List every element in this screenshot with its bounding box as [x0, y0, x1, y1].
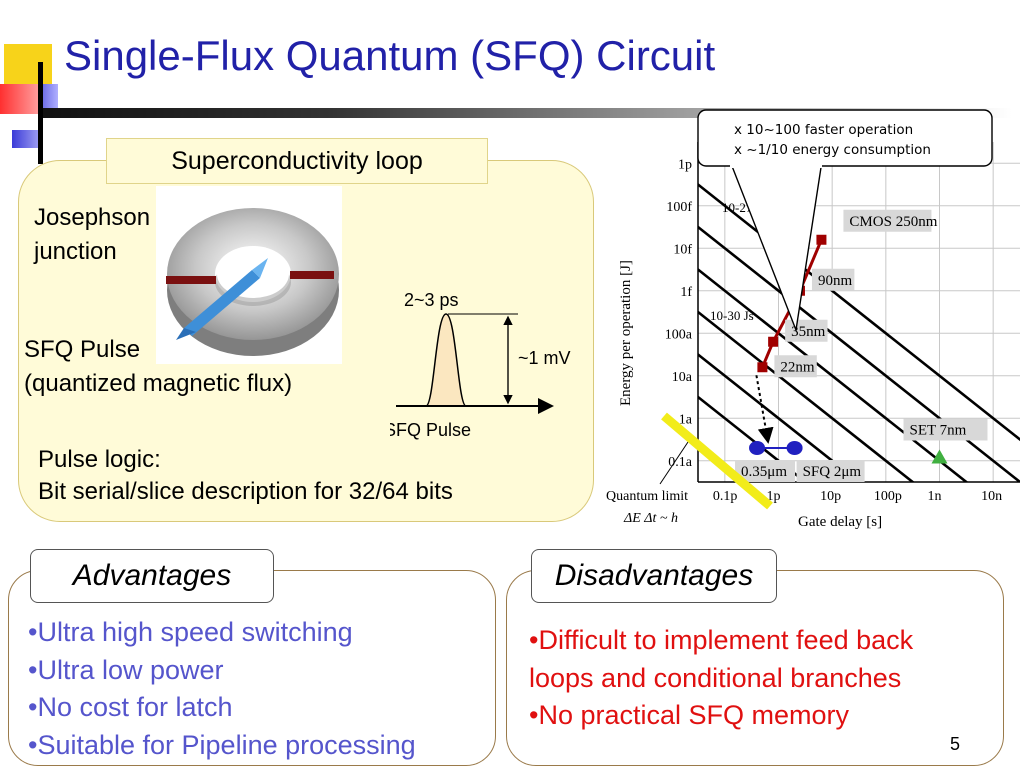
cmos-data-label: CMOS 250nm	[849, 214, 937, 230]
chart-guide-label-lower: 10-30 Js	[710, 308, 754, 323]
list-item: •No practical SFQ memory	[529, 700, 850, 730]
chart-y-tick-label: 100f	[666, 200, 692, 215]
pulse-caption: SFQ Pulse	[390, 420, 471, 440]
advantages-tab: Advantages	[30, 549, 274, 603]
chart-series: CMOS 250nm 90nm 35nm 22nm 0.35μm SFQ 2μm SET 7…	[735, 209, 988, 482]
set-data-point	[931, 449, 948, 464]
chart-x-axis-label: Gate delay [s]	[798, 514, 882, 530]
advantages-list: •Ultra high speed switching •Ultra low p…	[28, 614, 416, 764]
superconductivity-loop-label: Superconductivity loop	[106, 138, 488, 184]
chart-y-tick-label: 1p	[678, 157, 692, 172]
chart-energy-delay-line	[698, 225, 1020, 482]
title-decoration-blue-small	[12, 130, 38, 148]
chart-energy-delay-line	[698, 395, 808, 482]
title-underline	[40, 108, 1012, 118]
sfq-pulse-label: SFQ Pulse	[24, 336, 141, 363]
quantum-limit-pointer	[659, 435, 693, 485]
chart-y-tick-label: 100a	[665, 327, 693, 342]
quantum-limit-label: Quantum limit	[606, 489, 688, 504]
callout-box	[697, 109, 993, 167]
josephson-junction-label-line2: junction	[34, 238, 117, 265]
cmos-data-label: 22nm	[780, 359, 815, 375]
list-item: •Ultra low power	[28, 654, 224, 685]
chart-energy-delay-line	[698, 352, 862, 482]
cmos-data-point	[757, 362, 768, 373]
sfq-data-point	[786, 441, 803, 455]
cmos-data-point	[816, 234, 827, 245]
disadvantages-tab: Disadvantages	[531, 549, 777, 603]
set-label-box	[903, 418, 988, 441]
title-vertical-bar	[38, 62, 43, 164]
cmos-data-label: 90nm	[818, 273, 853, 289]
chart-x-tick-label: 10n	[981, 489, 1002, 504]
advantages-heading: Advantages	[72, 559, 232, 592]
superconducting-ring-illustration	[156, 186, 342, 364]
chart-energy-delay-line	[698, 182, 1020, 442]
chart-energy-delay-line	[698, 310, 915, 482]
pulse-logic-description: Bit serial/slice description for 32/64 b…	[38, 478, 453, 505]
chart-y-axis-label: Energy per operation [J]	[618, 260, 634, 406]
list-item: •Difficult to implement feed back	[529, 625, 914, 655]
pulse-height-label: ~1 mV	[518, 348, 571, 368]
chart-energy-delay-line	[698, 267, 969, 482]
chart-guide-lines	[698, 182, 1020, 482]
cmos-data-label: 35nm	[791, 324, 826, 340]
chart-x-tick-label: 0.1p	[713, 489, 738, 504]
sfq-label-box	[735, 460, 796, 482]
chart-x-tick-label: 10p	[820, 489, 841, 504]
quantum-limit-marker	[661, 412, 773, 510]
cmos-label-box	[843, 209, 932, 232]
chart-y-tick-label: 10a	[672, 370, 693, 385]
list-item: •No cost for latch	[28, 692, 233, 722]
set-data-label: SET 7nm	[910, 423, 967, 439]
pulse-logic-label: Pulse logic:	[38, 446, 161, 473]
cmos-label-box	[811, 268, 855, 291]
title-decoration-yellow	[4, 44, 52, 88]
quantized-flux-label: (quantized magnetic flux)	[24, 370, 293, 397]
chart-y-tick-label: 1a	[679, 412, 693, 427]
callout-speed-text: x 10~100 faster operation	[734, 122, 913, 138]
chart-guide-label-upper: 10-27	[722, 200, 753, 215]
pulse-width-label: 2~3 ps	[404, 290, 459, 310]
sfq-data-label: 0.35μm	[741, 464, 787, 480]
title-decoration-blue	[38, 84, 58, 114]
slide-number: 5	[950, 734, 961, 754]
sfq-data-label: SFQ 2μm	[803, 464, 862, 480]
chart-x-tick-label: 1n	[928, 489, 942, 504]
sfq-pulse-diagram: 2~3 ps ~1 mV SFQ Pulse	[390, 290, 571, 440]
cmos-label-box	[774, 355, 817, 378]
chart-y-tick-label: 1f	[680, 285, 692, 300]
pulse-shape	[425, 313, 467, 407]
quantum-limit-formula: ΔE Δt ~ h	[623, 511, 678, 526]
cmos-data-point	[768, 336, 779, 347]
chart-x-tick-label: 100p	[874, 489, 902, 504]
cmos-to-sfq-arrow	[755, 375, 774, 444]
callout-energy-text: x ~1/10 energy consumption	[734, 142, 931, 158]
disadvantages-heading: Disadvantages	[554, 559, 754, 592]
title-decoration-red	[0, 84, 38, 114]
slide-title: Single-Flux Quantum (SFQ) Circuit	[64, 32, 716, 79]
ring-drawing	[166, 208, 339, 356]
callout-joint	[730, 160, 822, 168]
sfq-label-box	[796, 460, 865, 482]
josephson-junction-label: Josephson	[34, 204, 151, 231]
list-item: •Ultra high speed switching	[28, 617, 353, 647]
list-item: loops and conditional branches	[529, 662, 902, 693]
list-item: •Suitable for Pipeline processing	[28, 729, 416, 760]
disadvantages-list: •Difficult to implement feed back loops …	[529, 622, 913, 735]
chart-y-tick-label: 10f	[673, 242, 692, 257]
chart-y-tick-label: 0.1a	[668, 455, 693, 470]
cmos-trend-line	[761, 239, 823, 368]
sfq-data-point	[749, 441, 766, 455]
